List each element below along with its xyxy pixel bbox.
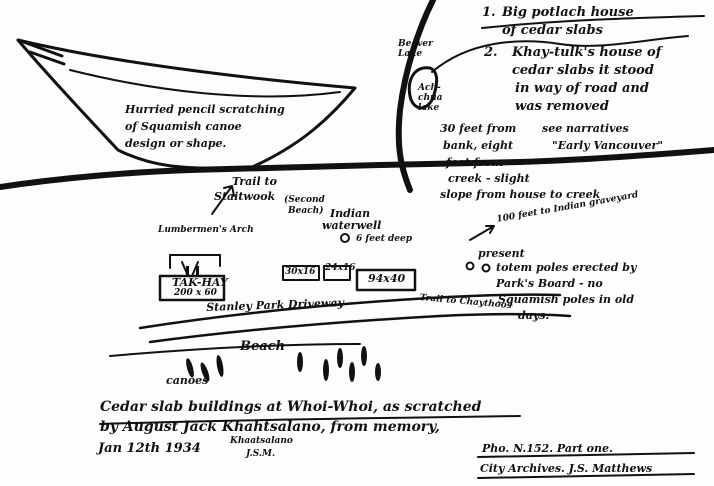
house-30x16-label: 30x16 xyxy=(285,267,316,277)
dock-pile-2 xyxy=(196,266,199,276)
driveway-lower-edge xyxy=(148,312,572,344)
tak-hay-house-outline xyxy=(158,274,226,302)
shoreline xyxy=(0,147,714,190)
archive-underline-2 xyxy=(477,473,695,479)
canoe-mark-8 xyxy=(361,346,367,366)
distance-note-line-1: 30 feet from xyxy=(440,122,517,135)
canoe-outline xyxy=(16,38,357,170)
house-94x40-outline xyxy=(355,268,417,292)
totem-note-line-1: totem poles erected by xyxy=(496,261,637,274)
distance-note-line-4: creek - slight xyxy=(448,172,530,185)
waterwell-marker xyxy=(340,233,350,243)
canoe-mark-4 xyxy=(297,352,303,372)
totem-pole-marker-1 xyxy=(465,261,475,271)
dock-pile-1 xyxy=(186,266,189,276)
beaver-lake-label: Beaver Lake xyxy=(398,39,433,59)
totem-note-line-4: days. xyxy=(518,309,550,322)
trail-staitwook-line-2: Staitwook xyxy=(214,190,276,203)
legend-item-2-line-1: Khay-tulk's house of xyxy=(512,45,662,60)
driveway-upper-edge xyxy=(138,293,562,330)
canoe-note-line-1: Hurried pencil scratching xyxy=(125,103,285,116)
canoe-mark-3 xyxy=(216,355,224,377)
caption-line-1: Cedar slab buildings at Whoi-Whoi, as sc… xyxy=(100,399,482,415)
caption-line-2: by August Jack Khahtsalano, from memory, xyxy=(100,419,440,435)
canoe-bow xyxy=(16,38,66,66)
distance-note-line-5: slope from house to creek xyxy=(440,188,601,201)
canoe-note-line-3: design or shape. xyxy=(125,137,227,150)
see-narratives-line-1: see narratives xyxy=(542,122,629,135)
canoe-mark-7 xyxy=(349,362,355,382)
lumbermens-arch-structure xyxy=(169,254,221,277)
legend-item-1-line-1: Big potlach house xyxy=(502,5,634,20)
lake-outline xyxy=(407,66,439,110)
waterwell-depth-label: 6 feet deep xyxy=(356,234,413,244)
see-narratives-line-2: "Early Vancouver" xyxy=(552,139,664,152)
indian-waterwell-line-2: waterwell xyxy=(322,219,382,232)
caption-date: Jan 12th 1934 xyxy=(98,441,201,456)
archive-source: City Archives. J.S. Matthews xyxy=(480,462,653,475)
legend-item-1-line-2: of cedar slabs xyxy=(502,23,603,38)
legend-item-2-line-2: cedar slabs it stood xyxy=(512,63,654,78)
house-24x16-outline xyxy=(323,265,351,281)
present-label: present xyxy=(478,247,525,260)
house-30x16-outline xyxy=(282,265,320,281)
distance-note-line-3: feet from xyxy=(446,156,504,169)
canoe-mark-9 xyxy=(375,363,381,381)
legend-item-1-number: 1. xyxy=(482,5,496,20)
trail-staitwook-line-1: Trail to xyxy=(232,175,277,188)
beach-line xyxy=(109,343,361,357)
legend-item-2-line-4: was removed xyxy=(515,99,609,114)
canoe-mark-6 xyxy=(337,348,343,368)
canoe-note-line-2: of Squamish canoe xyxy=(125,120,242,133)
canoe-mark-5 xyxy=(323,359,329,381)
legend-item-2-number: 2. xyxy=(484,45,498,60)
totem-pole-marker-2 xyxy=(481,263,491,273)
totem-note-line-2: Park's Board - no xyxy=(496,277,603,290)
tak-hay-house-size: 200 x 60 xyxy=(174,288,217,298)
canoe-mark-2 xyxy=(200,362,210,382)
creek-curve xyxy=(395,0,436,193)
totem-note-line-3: Squamish poles in old xyxy=(498,293,635,306)
khaatsalano-note: Khaatsalano xyxy=(230,436,293,446)
house-94x40-label: 94x40 xyxy=(368,272,406,285)
legend-bracket xyxy=(431,35,689,73)
author-initials: J.S.M. xyxy=(246,449,276,459)
house-24x16-label: 24x16 xyxy=(325,263,356,273)
distance-note-line-2: bank, eight xyxy=(443,139,514,152)
beach-label: Beach xyxy=(240,339,286,354)
graveyard-arrow xyxy=(469,225,495,241)
archive-underline-1 xyxy=(477,452,695,458)
trail-staitwook-line-3: (Second xyxy=(284,195,325,205)
archive-photo-number: Pho. N.152. Part one. xyxy=(482,442,613,455)
canoes-label: canoes xyxy=(166,374,209,387)
legend-item-2-line-3: in way of road and xyxy=(515,81,649,96)
lake-name-label: Ach-chua lake xyxy=(418,83,443,113)
tak-hay-house-name: TAK-HAY xyxy=(172,276,228,289)
caption-underline-1 xyxy=(99,415,521,425)
canoe-centerline xyxy=(69,69,341,98)
trail-staitwook-line-4: Beach) xyxy=(288,206,324,216)
indian-waterwell-line-1: Indian xyxy=(330,207,371,220)
lumbermens-arch-label: Lumbermen's Arch xyxy=(158,225,254,235)
legend-divider xyxy=(481,15,705,29)
canoe-mark-1 xyxy=(186,358,194,378)
staitwook-trail-arrow xyxy=(211,185,235,215)
